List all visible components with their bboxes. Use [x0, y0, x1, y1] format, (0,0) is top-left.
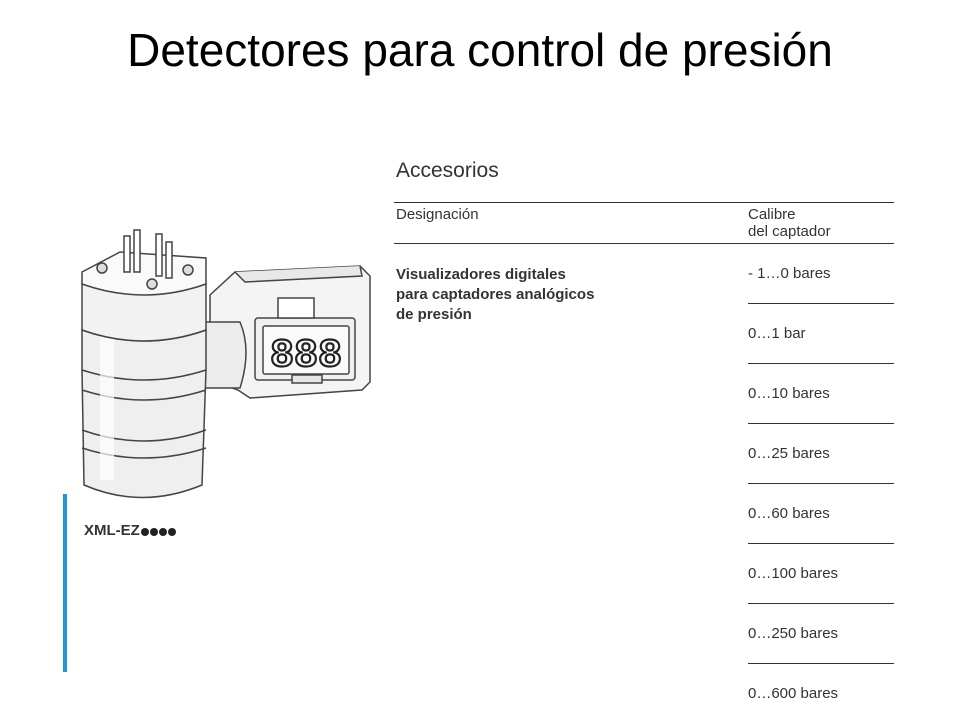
designation-line: de presión [396, 306, 472, 323]
pressure-display-illustration: 888 [81, 229, 371, 499]
range-value: - 1…0 bares [748, 265, 831, 282]
range-value: 0…1 bar [748, 325, 806, 342]
display-module [209, 265, 371, 399]
column-header-designation: Designación [396, 206, 479, 223]
product-reference: XML-EZ [84, 522, 177, 540]
sensor-body [81, 329, 207, 499]
display-digits: 888 [270, 334, 342, 379]
accent-bar [63, 494, 67, 672]
designation-cell: Visualizadores digitales para captadores… [396, 265, 594, 325]
column-header-range-line2: del captador [748, 223, 831, 240]
range-value: 0…60 bares [748, 505, 830, 522]
range-value: 0…250 bares [748, 625, 839, 642]
table-top-rule [394, 202, 894, 203]
row-separator [748, 603, 894, 604]
range-value: 0…100 bares [748, 565, 839, 582]
row-separator [748, 303, 894, 304]
connector-neck [199, 321, 247, 389]
table-header-rule [394, 243, 894, 244]
row-separator [748, 663, 894, 664]
accessories-heading: Accesorios [396, 159, 499, 182]
row-separator [748, 423, 894, 424]
row-separator [748, 483, 894, 484]
placeholder-dots-icon [140, 523, 177, 540]
connector-head [81, 251, 207, 342]
designation-line: Visualizadores digitales [396, 266, 566, 283]
slide-title: Detectores para control de presión [127, 24, 833, 76]
row-separator [748, 543, 894, 544]
column-header-range: Calibre del captador [748, 206, 831, 240]
product-reference-text: XML-EZ [84, 522, 140, 539]
column-header-range-line1: Calibre [748, 206, 796, 223]
range-value: 0…25 bares [748, 445, 830, 462]
range-value: 0…10 bares [748, 385, 830, 402]
connector-pins [123, 229, 173, 279]
designation-line: para captadores analógicos [396, 286, 595, 303]
row-separator [748, 363, 894, 364]
range-value: 0…600 bares [748, 685, 839, 702]
